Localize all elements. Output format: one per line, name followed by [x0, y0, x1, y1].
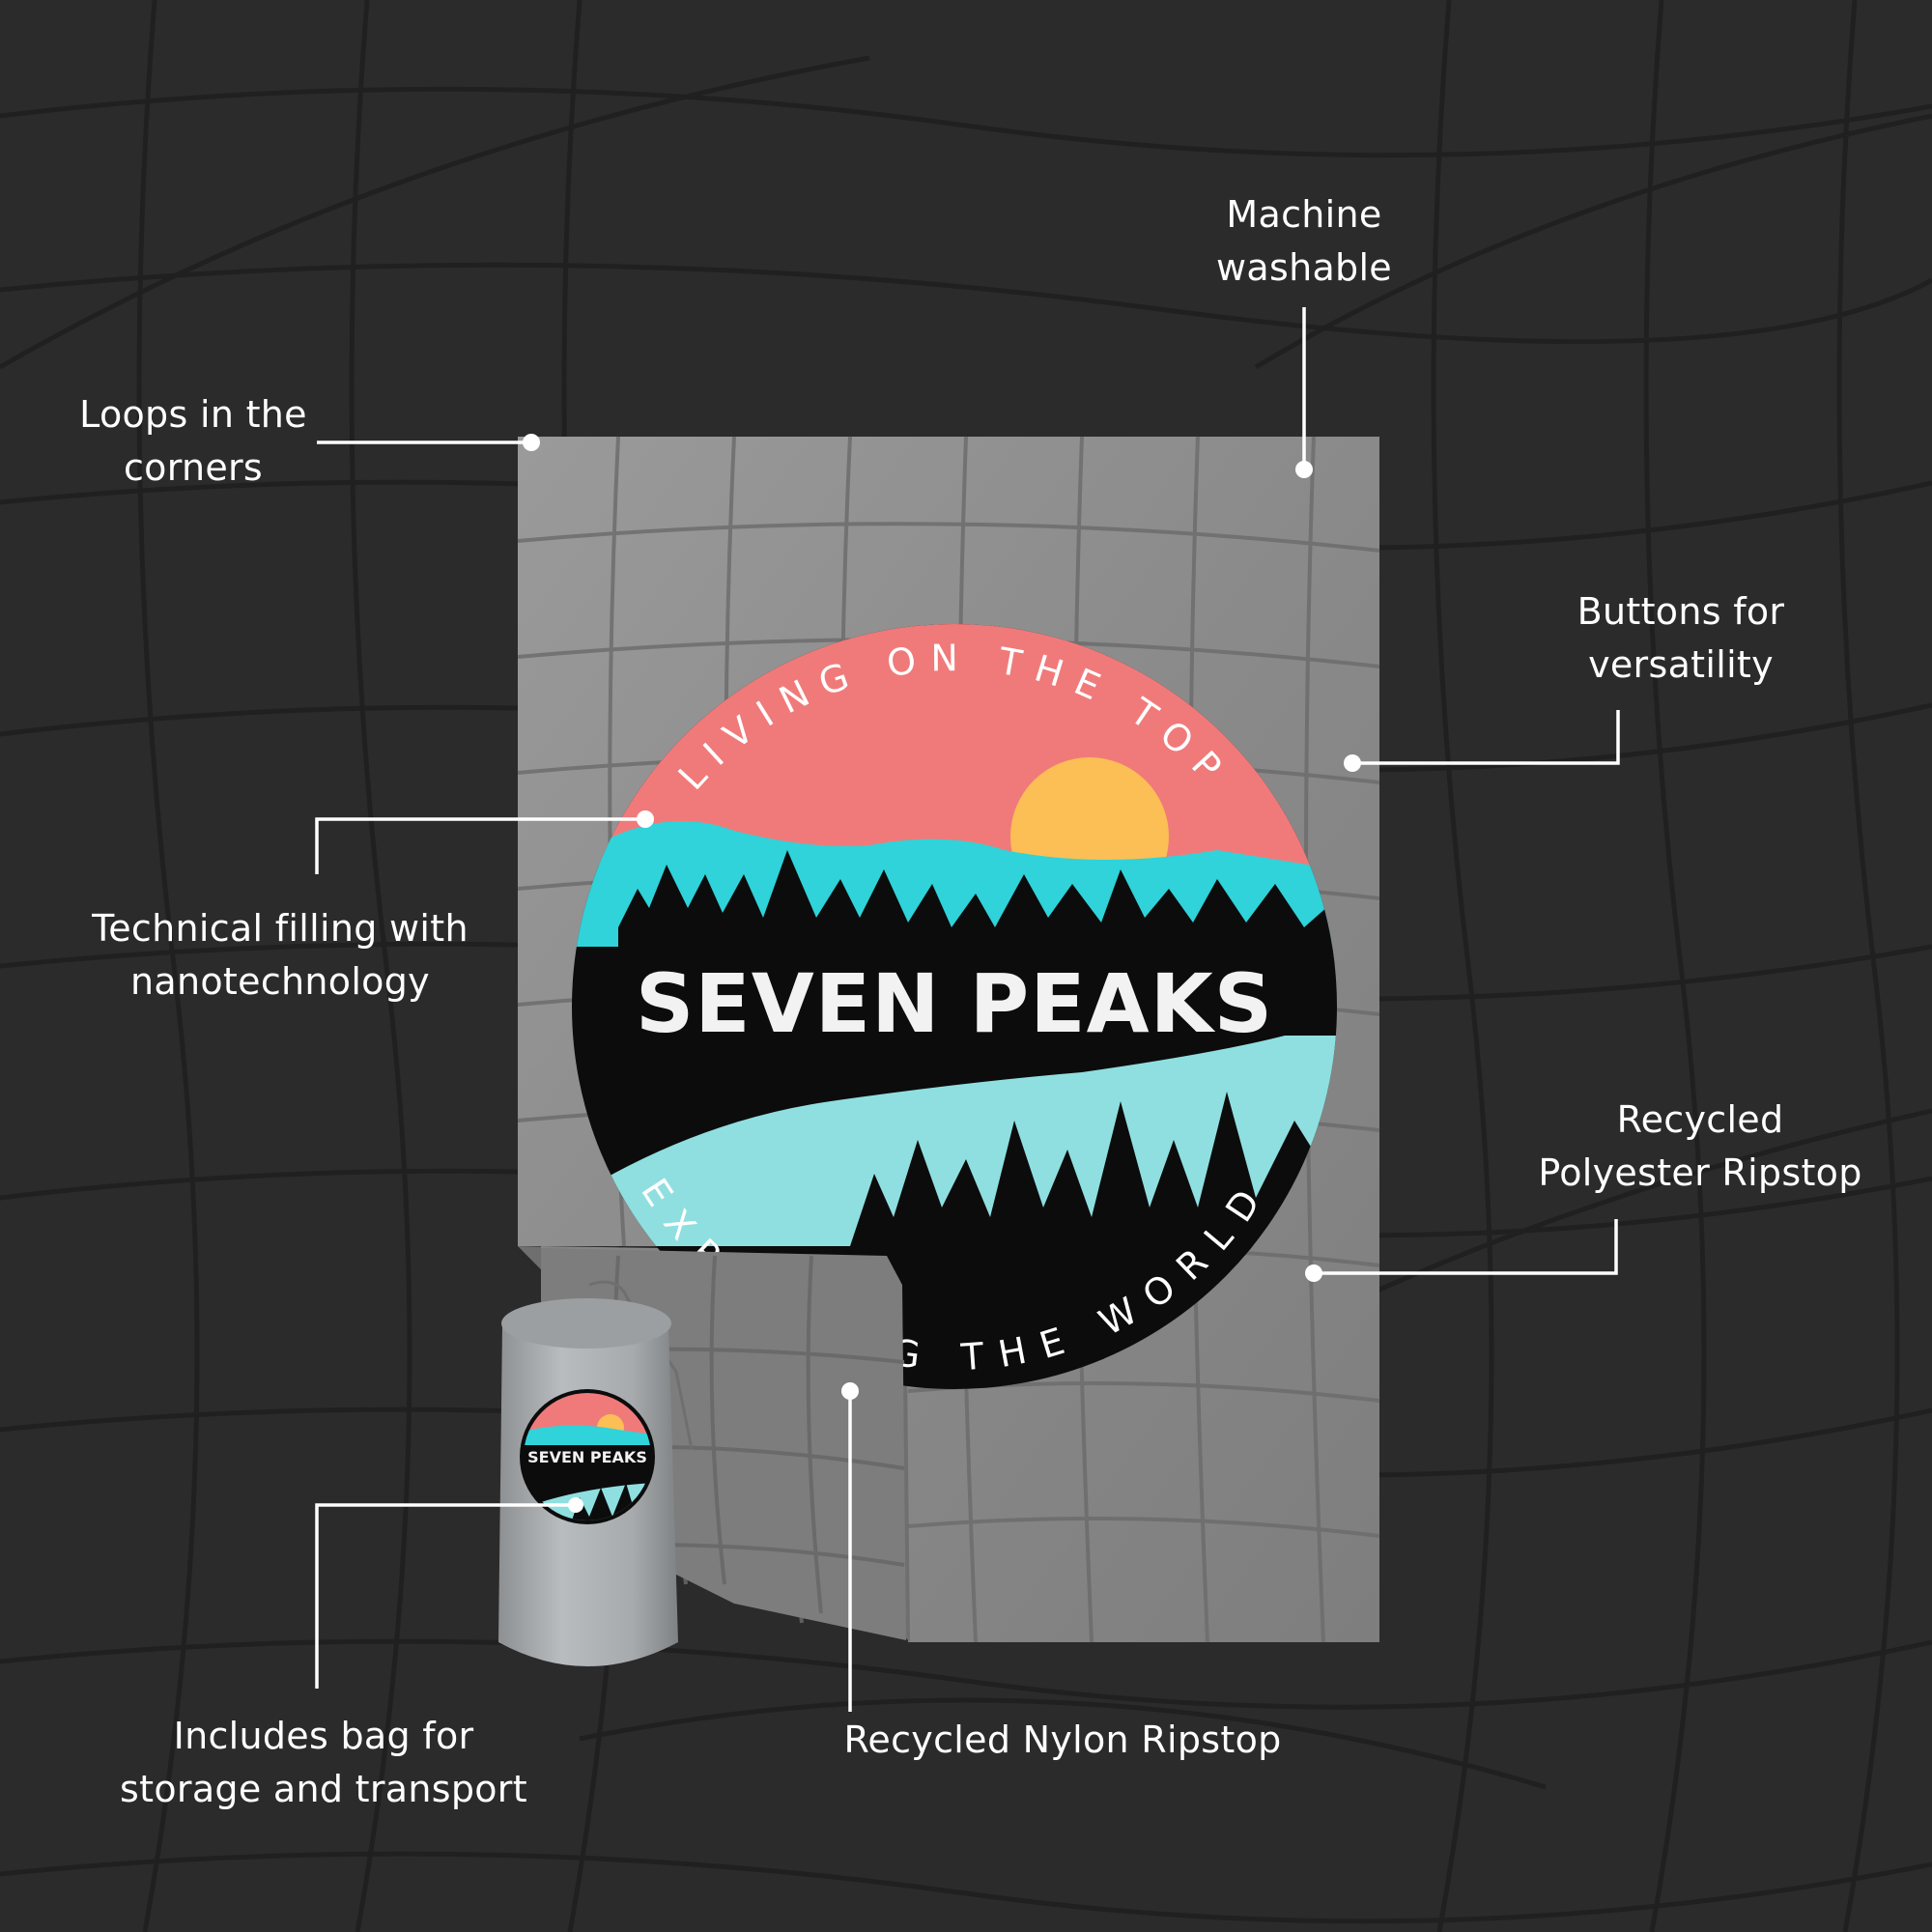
callout-dot-polyester [1305, 1264, 1322, 1282]
callout-dots [523, 434, 1361, 1513]
callout-dot-loops [523, 434, 540, 451]
bag-logo-brand-text: SEVEN PEAKS [527, 1448, 647, 1466]
callout-dot-filling [637, 810, 654, 828]
feature-label-machine-washable: Machine washable [1216, 193, 1392, 289]
storage-bag: SEVEN PEAKS [498, 1280, 694, 1666]
callout-dot-nylon [841, 1382, 859, 1400]
feature-label-recycled-nylon: Recycled Nylon Ripstop [843, 1719, 1282, 1761]
callout-dot-bag [568, 1497, 583, 1513]
callout-dot-buttons [1344, 754, 1361, 772]
feature-label-bag-storage: Includes bag for storage and transport [120, 1715, 527, 1810]
callout-line-filling [315, 817, 645, 874]
logo-brand-text: SEVEN PEAKS [636, 956, 1273, 1051]
feature-label-loops-corners: Loops in the corners [79, 393, 307, 489]
callout-dot-machine-washable [1295, 461, 1313, 478]
callout-lines [315, 307, 1620, 1712]
feature-label-buttons-versatility: Buttons for versatility [1577, 590, 1785, 686]
callout-line-bag [315, 1503, 576, 1689]
callout-line-buttons [1352, 710, 1620, 765]
feature-label-technical-filling: Technical filling with nanotechnology [92, 907, 469, 1003]
feature-label-recycled-polyester: Recycled Polyester Ripstop [1538, 1098, 1862, 1194]
callout-line-polyester [1314, 1219, 1618, 1275]
